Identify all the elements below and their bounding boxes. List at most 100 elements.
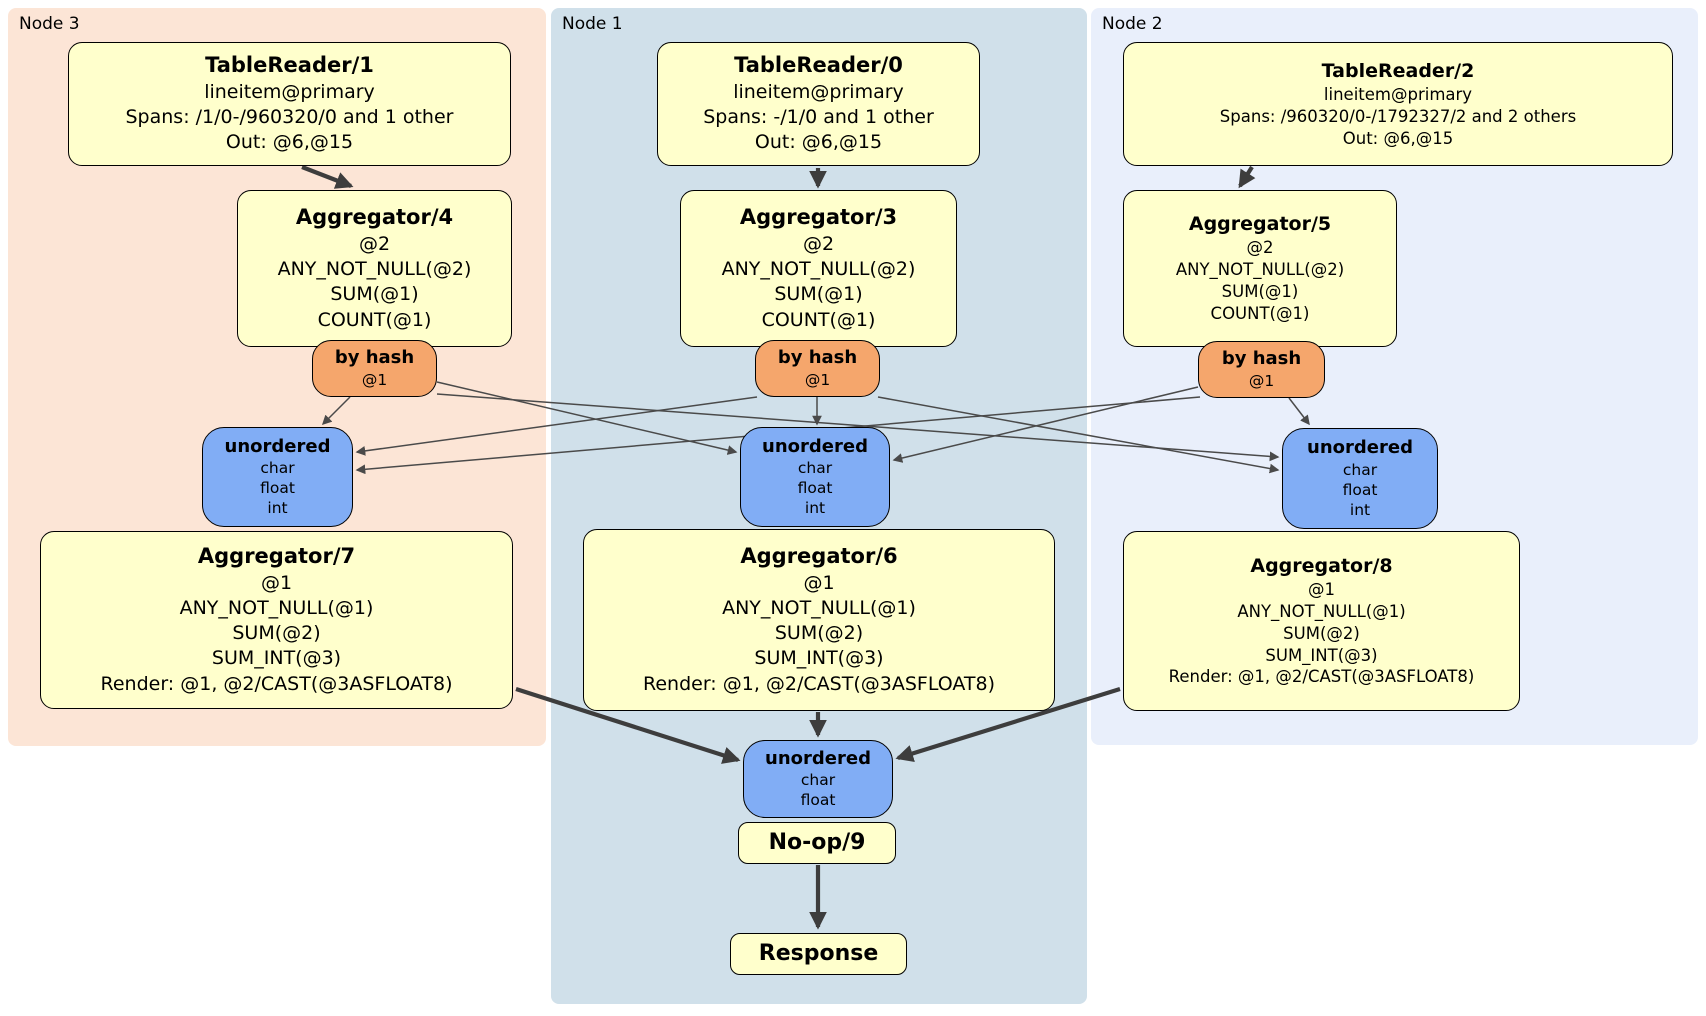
tablereader-1-line-2: Out: @6,@15 [225,131,354,154]
e-h3-u3 [321,396,351,426]
panel-node1-label: Node 1 [562,14,623,34]
sync-unordered-node3-line-1: float [260,479,295,498]
response-title: Response [758,940,879,966]
aggregator-7-line-0: @1 [260,571,293,594]
router-by-hash-node3-line-0: @1 [361,370,388,389]
aggregator-4-line-0: @2 [358,232,391,255]
router-by-hash-node2-title: by hash [1221,348,1302,370]
panel-node3-label: Node 3 [19,14,80,34]
tablereader-2-line-0: lineitem@primary [1323,84,1473,104]
aggregator-6-line-1: ANY_NOT_NULL(@1) [722,596,916,619]
sync-unordered-node2-title: unordered [1307,437,1413,459]
aggregator-5-title: Aggregator/5 [1188,213,1332,236]
sync-unordered-node3-line-0: char [260,459,295,478]
sync-unordered-node2-line-0: char [1342,460,1378,479]
sync-unordered-final-title: unordered [765,747,871,769]
tablereader-0-line-2: Out: @6,@15 [754,131,883,154]
aggregator-8-line-3: SUM_INT(@3) [1265,645,1378,665]
router-by-hash-node1: by hash@1 [755,340,880,397]
router-by-hash-node1-line-0: @1 [804,370,831,389]
aggregator-8-line-2: SUM(@2) [1283,623,1360,643]
tablereader-2-title: TableReader/2 [1321,59,1475,82]
panel-node2-label: Node 2 [1102,14,1163,34]
router-by-hash-node3-title: by hash [334,347,415,369]
noop-9-title: No-op/9 [768,829,866,855]
router-by-hash-node2: by hash@1 [1198,341,1325,398]
tablereader-1-line-1: Spans: /1/0-/960320/0 and 1 other [125,106,454,129]
noop-9: No-op/9 [738,822,896,864]
e-tr2-agg5 [1238,165,1256,189]
aggregator-3-line-0: @2 [802,232,835,255]
router-by-hash-node3: by hash@1 [312,340,437,397]
router-by-hash-node1-title: by hash [777,347,858,369]
sync-unordered-node2-line-2: int [1349,500,1371,519]
sync-unordered-node3-line-2: int [267,499,288,518]
tablereader-2-line-1: Spans: /960320/0-/1792327/2 and 2 others [1219,106,1577,126]
router-by-hash-node2-line-0: @1 [1248,371,1275,390]
aggregator-3-line-1: ANY_NOT_NULL(@2) [721,258,916,281]
tablereader-1-title: TableReader/1 [205,53,374,78]
sync-unordered-node1-line-2: int [804,499,826,518]
sync-unordered-node1-line-1: float [797,479,833,498]
tablereader-0-line-0: lineitem@primary [733,80,904,103]
aggregator-8-line-4: Render: @1, @2/CAST(@3ASFLOAT8) [1168,667,1475,687]
aggregator-4-line-1: ANY_NOT_NULL(@2) [277,258,472,281]
e-h3-u1 [436,381,738,455]
aggregator-6-line-4: Render: @1, @2/CAST(@3ASFLOAT8) [643,672,995,695]
sync-unordered-final-line-1: float [800,791,836,810]
response: Response [730,933,907,975]
e-tr1-agg4 [301,165,354,189]
aggregator-7-line-4: Render: @1, @2/CAST(@3ASFLOAT8) [100,672,453,695]
aggregator-5-line-0: @2 [1246,238,1274,258]
aggregator-6-line-3: SUM_INT(@3) [754,647,884,670]
aggregator-4-title: Aggregator/4 [295,205,454,230]
e-h3-u2 [436,393,1280,462]
aggregator-5-line-1: ANY_NOT_NULL(@2) [1175,260,1345,280]
e-h2-u2 [1288,397,1310,426]
aggregator-3-title: Aggregator/3 [739,205,898,230]
sync-unordered-final-line-0: char [800,771,836,790]
e-h1-u2 [877,396,1280,474]
sync-unordered-node2-line-1: float [1342,480,1378,499]
aggregator-6-title: Aggregator/6 [740,543,898,568]
e-h2-u1 [892,386,1199,463]
e-agg7-unf [515,686,741,764]
aggregator-5-line-3: COUNT(@1) [1210,303,1310,323]
sync-unordered-node3-title: unordered [224,435,331,457]
aggregator-8-line-0: @1 [1308,579,1335,599]
e-h1-u3 [355,396,758,456]
tablereader-1-line-0: lineitem@primary [204,80,375,103]
sync-unordered-node1-title: unordered [762,435,868,457]
aggregator-7-line-2: SUM(@2) [232,622,321,645]
sync-unordered-node1-line-0: char [797,459,833,478]
tablereader-0-title: TableReader/0 [734,53,903,78]
aggregator-3-line-2: SUM(@1) [774,283,863,306]
tablereader-2-line-2: Out: @6,@15 [1342,128,1454,148]
aggregator-7-line-3: SUM_INT(@3) [211,647,342,670]
aggregator-5-line-2: SUM(@1) [1221,282,1299,302]
aggregator-8-title: Aggregator/8 [1250,554,1393,577]
aggregator-7-title: Aggregator/7 [197,543,356,568]
aggregator-6-line-0: @1 [803,571,835,594]
tablereader-0-line-1: Spans: -/1/0 and 1 other [703,106,934,129]
aggregator-7-line-1: ANY_NOT_NULL(@1) [179,596,374,619]
e-agg8-unf [895,686,1121,762]
aggregator-3-line-3: COUNT(@1) [761,308,876,331]
aggregator-6-line-2: SUM(@2) [774,622,864,645]
aggregator-4-line-3: COUNT(@1) [317,308,432,331]
aggregator-4-line-2: SUM(@1) [330,283,419,306]
aggregator-8-line-1: ANY_NOT_NULL(@1) [1237,601,1406,621]
